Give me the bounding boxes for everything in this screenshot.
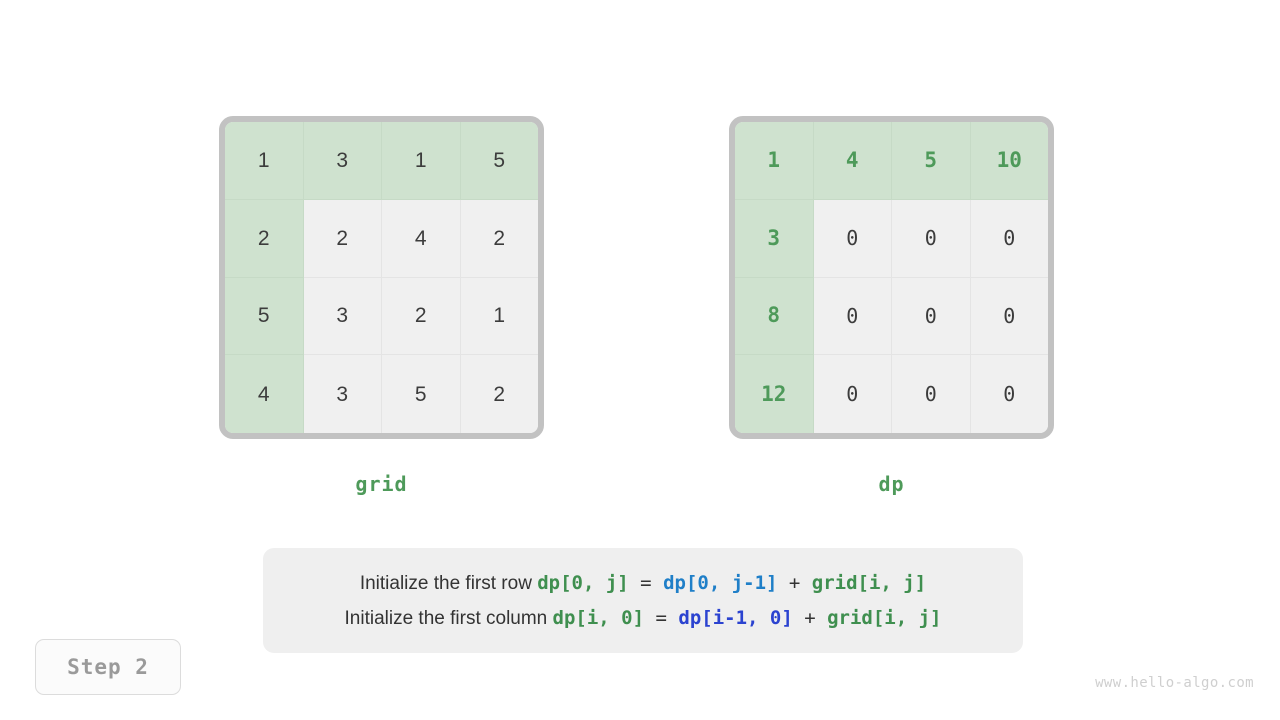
dp-matrix-label: dp (878, 472, 905, 496)
caption-line1-plus: + (777, 571, 812, 594)
cell-grid-3-1: 3 (303, 355, 382, 433)
caption-line2-lhs: dp[i, 0] (552, 606, 645, 629)
caption-line2-plus: + (792, 606, 828, 629)
cell-dp-3-3: 0 (970, 355, 1048, 433)
caption-line1-text: Initialize the first row (359, 572, 538, 594)
watermark: www.hello-algo.com (1095, 675, 1254, 691)
cell-grid-0-3: 5 (460, 122, 538, 200)
cell-grid-2-1: 3 (303, 277, 382, 356)
cell-grid-0-1: 3 (303, 122, 382, 200)
cell-dp-3-1: 0 (813, 355, 892, 433)
cell-grid-3-3: 2 (460, 355, 538, 433)
caption-line1-rhs: dp[0, j-1] (663, 571, 778, 594)
cell-dp-3-2: 0 (892, 355, 971, 433)
cell-grid-1-0: 2 (225, 199, 304, 278)
cell-grid-3-0: 4 (225, 355, 304, 433)
cell-dp-2-0: 8 (735, 277, 814, 356)
caption-line2-text: Initialize the first column (344, 607, 553, 629)
cell-dp-0-2: 5 (892, 122, 971, 200)
cell-dp-1-2: 0 (892, 199, 971, 278)
caption-line2-equals: = (644, 606, 679, 629)
cell-dp-2-1: 0 (813, 277, 892, 356)
cell-grid-1-2: 4 (382, 199, 461, 278)
cell-grid-1-1: 2 (303, 199, 382, 278)
cell-dp-1-1: 0 (813, 199, 892, 278)
caption-line2-rhs: dp[i-1, 0] (678, 606, 793, 629)
caption-line-first-column: Initialize the first column dp[i, 0] = d… (345, 607, 942, 630)
cell-dp-1-0: 3 (735, 199, 814, 278)
formula-caption-box: Initialize the first row dp[0, j] = dp[0… (263, 548, 1023, 653)
cell-dp-1-3: 0 (970, 199, 1048, 278)
cell-dp-2-2: 0 (892, 277, 971, 356)
cell-dp-0-0: 1 (735, 122, 814, 200)
cell-grid-2-3: 1 (460, 277, 538, 356)
caption-line1-equals: = (628, 571, 664, 594)
grid-matrix-label: grid (355, 472, 408, 496)
caption-line1-lhs: dp[0, j] (537, 571, 629, 594)
cell-grid-0-0: 1 (225, 122, 304, 200)
cell-dp-0-1: 4 (813, 122, 892, 200)
caption-line1-term: grid[i, j] (811, 571, 927, 594)
cell-grid-2-0: 5 (225, 277, 304, 356)
caption-line-first-row: Initialize the first row dp[0, j] = dp[0… (360, 572, 926, 595)
step-badge: Step 2 (35, 639, 181, 695)
caption-line2-term: grid[i, j] (827, 606, 942, 629)
cell-dp-0-3: 10 (970, 122, 1048, 200)
cell-dp-2-3: 0 (970, 277, 1048, 356)
cell-grid-2-2: 2 (382, 277, 461, 356)
cell-grid-0-2: 1 (382, 122, 461, 200)
cell-dp-3-0: 12 (735, 355, 814, 433)
cell-grid-1-3: 2 (460, 199, 538, 278)
cell-grid-3-2: 5 (382, 355, 461, 433)
